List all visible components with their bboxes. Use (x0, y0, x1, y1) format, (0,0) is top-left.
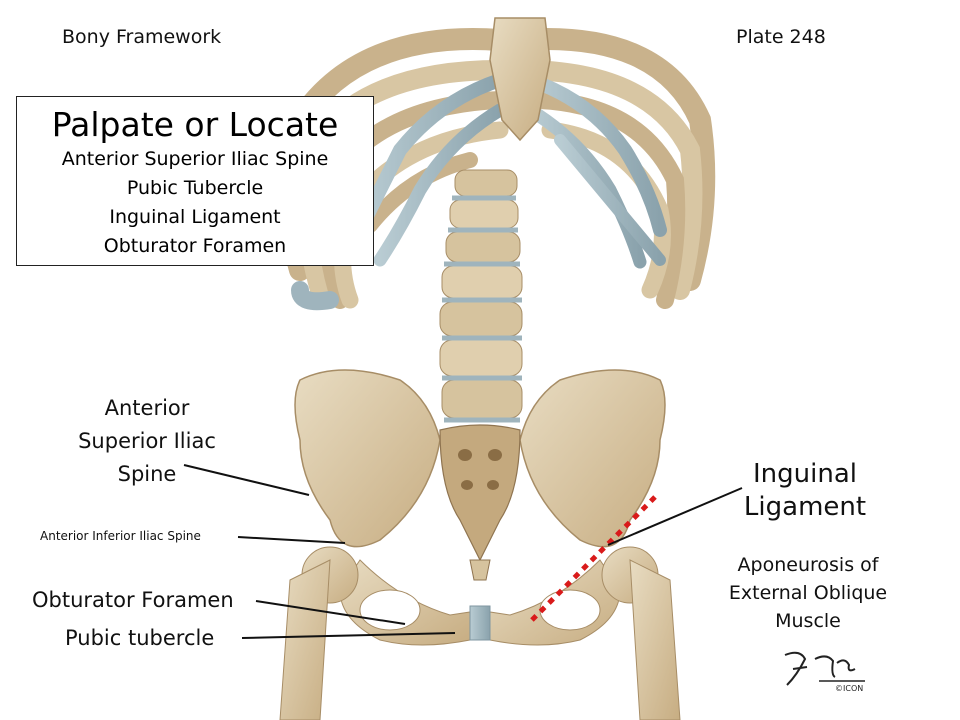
vertebral-column (439, 169, 523, 423)
callout-item: Obturator Foramen (103, 235, 287, 257)
inguinal-line: Ligament (743, 492, 867, 522)
callout-title: Palpate or Locate (51, 105, 339, 144)
aponeurosis-label: Aponeurosis of External Oblique Muscle (710, 551, 906, 635)
callout-item: Pubic Tubercle (126, 177, 264, 199)
pubic-tubercle-label: Pubic tubercle (65, 626, 215, 650)
aponeurosis-line: External Oblique (728, 582, 888, 604)
aponeurosis-line: Muscle (775, 610, 841, 632)
obturator-label: Obturator Foramen (32, 588, 234, 612)
asis-line: Anterior (104, 396, 190, 420)
leader-lines (183, 464, 743, 639)
femurs (279, 546, 681, 720)
callout-item: Inguinal Ligament (109, 206, 281, 228)
asis-line: Superior Iliac (78, 429, 216, 453)
aiis-label: Anterior Inferior Iliac Spine (40, 529, 201, 543)
asis-label: Anterior Superior Iliac Spine (62, 392, 232, 491)
header-left: Bony Framework (62, 26, 222, 48)
inguinal-label: Inguinal Ligament (720, 458, 890, 524)
netter-signature: ©ICON (784, 651, 865, 693)
costal-cartilage (353, 73, 667, 269)
header-right: Plate 248 (736, 26, 826, 48)
inguinal-line: Inguinal (753, 459, 857, 489)
pelvis (294, 369, 666, 646)
callout-item: Anterior Superior Iliac Spine (61, 148, 329, 170)
inguinal-ligament-marker (528, 495, 657, 624)
ribcage-right (509, 28, 716, 309)
callout-box: Palpate or Locate Anterior Superior Ilia… (16, 96, 374, 266)
svg-text:©ICON: ©ICON (835, 684, 863, 693)
asis-line: Spine (117, 462, 177, 486)
sternum (489, 17, 551, 142)
aponeurosis-line: Aponeurosis of (737, 554, 879, 576)
